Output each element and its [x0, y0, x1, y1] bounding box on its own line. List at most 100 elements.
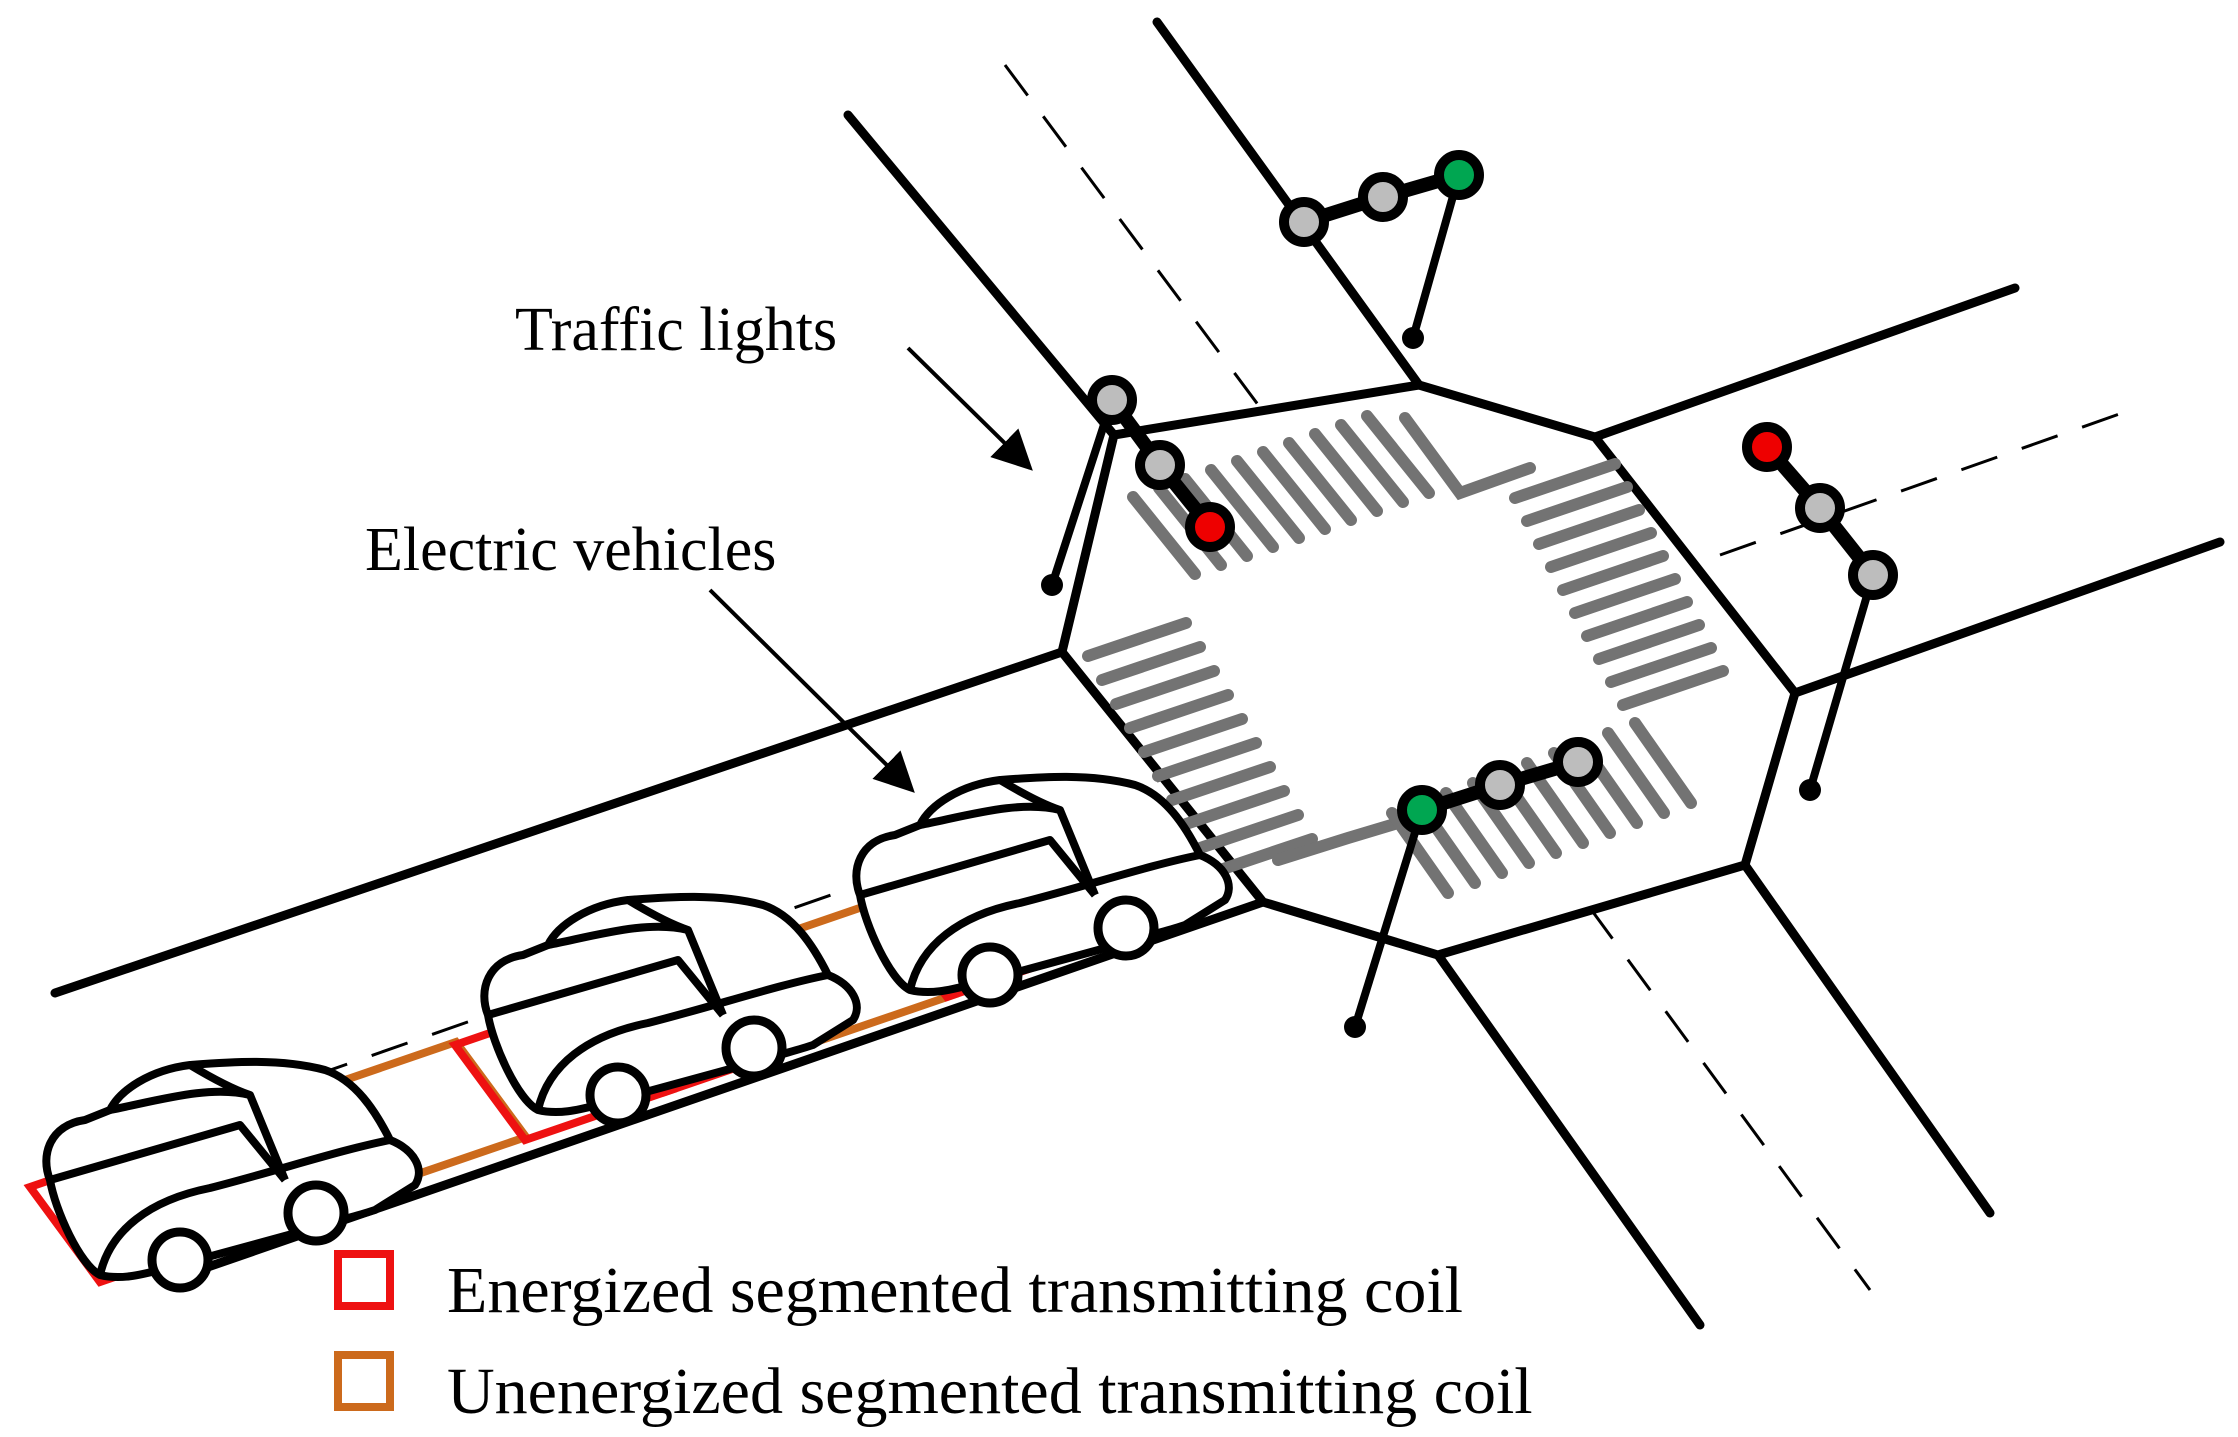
vehicle-side-line	[858, 836, 1099, 899]
crosswalk-stripe	[1629, 717, 1697, 809]
traffic-light-east	[1742, 422, 1898, 801]
traffic-light-lamp-off	[1848, 550, 1898, 600]
crosswalk-stripe	[1361, 410, 1435, 499]
vehicle-roof	[547, 896, 727, 1017]
crosswalk-stripe	[1545, 527, 1657, 573]
energized-coil-swatch	[334, 1250, 394, 1310]
intersection-boundary	[1057, 380, 1800, 960]
crosswalk-stripe	[1127, 491, 1201, 580]
crosswalk-stripe	[1166, 761, 1276, 806]
traffic-light-lamp-red	[1185, 502, 1235, 552]
vehicle-wheel	[283, 1180, 349, 1246]
electric-vehicles-label: Electric vehicles	[365, 516, 776, 584]
crosswalk-stripe	[1557, 550, 1669, 596]
road-edge-east-bottom	[1790, 537, 2225, 698]
electric-vehicles	[42, 772, 1233, 1293]
crosswalk-stripe	[1309, 428, 1383, 517]
traffic-light-lamp-off	[1553, 737, 1603, 787]
crosswalk-stripe	[1569, 573, 1681, 619]
crosswalk-stripe	[1124, 689, 1234, 734]
crosswalk-stripe	[1617, 665, 1729, 711]
traffic-light-pole	[1351, 808, 1426, 1029]
crosswalk-stripe	[1509, 458, 1621, 504]
traffic-light-base	[1402, 327, 1424, 349]
unenergized-coil-swatch	[334, 1351, 394, 1411]
traffic-light-pole	[1409, 173, 1463, 340]
traffic-light-west	[1041, 375, 1235, 596]
crosswalk-stripe	[1533, 504, 1645, 550]
crosswalk-stripe	[1205, 464, 1279, 553]
electric-vehicles-arrow	[708, 588, 915, 793]
crosswalk-stripe	[1138, 713, 1248, 758]
traffic-lights	[1041, 150, 1898, 1038]
crosswalk-north-end	[1399, 412, 1536, 501]
traffic-light-lamp-red	[1742, 422, 1792, 472]
crosswalk-stripe	[1152, 737, 1262, 782]
lane-divider-east	[1719, 410, 2126, 557]
crosswalk-stripe	[1335, 419, 1409, 508]
traffic-light-lamp-off	[1135, 440, 1185, 490]
vehicle-wheel	[147, 1227, 213, 1293]
traffic-light-lamp-off	[1475, 760, 1525, 810]
traffic-light-lamp-green	[1397, 785, 1447, 835]
electric-vehicle	[852, 772, 1233, 1008]
crosswalk-stripe	[1082, 617, 1192, 662]
traffic-light-lamp-off	[1795, 483, 1845, 533]
lane-divider-north	[1003, 64, 1264, 411]
road-edge-west-top	[50, 647, 1067, 998]
traffic-light-lamp-off	[1087, 375, 1137, 425]
crosswalk-stripe	[1272, 814, 1414, 866]
legend-item-energized: Energized segmented transmitting coil	[334, 1250, 1463, 1327]
traffic-light-pole	[1806, 573, 1877, 792]
vehicle-side-line	[486, 956, 727, 1019]
road-edge-south-right	[1740, 860, 1995, 1218]
vehicle-front-line	[96, 1136, 391, 1276]
vehicle-side-line	[48, 1121, 289, 1184]
crosswalk-stripe	[1194, 809, 1304, 854]
crosswalk-stripe	[1521, 481, 1633, 527]
legend-label-energized: Energized segmented transmitting coil	[447, 1254, 1463, 1327]
crosswalk-stripe	[1605, 642, 1717, 688]
crosswalk-stripe	[1399, 412, 1536, 501]
crosswalk-west-end	[1272, 814, 1414, 866]
traffic-light-pole	[1048, 398, 1116, 587]
crosswalk-stripe	[1180, 785, 1290, 830]
traffic-light-base	[1344, 1016, 1366, 1038]
legend: Energized segmented transmitting coil Un…	[334, 1250, 1533, 1428]
crosswalk-stripe	[1231, 455, 1305, 544]
vehicle-wheel	[585, 1062, 651, 1128]
crosswalk-stripe	[1593, 619, 1705, 665]
crosswalk-west	[1082, 617, 1318, 878]
crosswalk-stripe	[1581, 596, 1693, 642]
traffic-light-base	[1041, 574, 1063, 596]
electric-vehicle	[42, 1057, 423, 1293]
vehicle-wheel	[721, 1015, 787, 1081]
traffic-light-base	[1799, 779, 1821, 801]
crosswalk-stripe	[1110, 665, 1220, 710]
crosswalk-east	[1509, 458, 1729, 711]
crosswalk-stripe	[1096, 641, 1206, 686]
road-edge-north-left	[843, 110, 1119, 440]
legend-label-unenergized: Unenergized segmented transmitting coil	[447, 1355, 1533, 1428]
vehicle-front-line	[534, 971, 829, 1111]
vehicle-wheel	[1093, 895, 1159, 961]
traffic-lights-arrow	[906, 346, 1033, 471]
crosswalk-stripe	[1257, 446, 1331, 535]
electric-vehicle	[480, 892, 861, 1128]
traffic-lights-label: Traffic lights	[515, 296, 837, 364]
traffic-light-south	[1344, 737, 1603, 1038]
vehicle-roof	[919, 776, 1099, 897]
crosswalk-stripe	[1386, 807, 1454, 899]
road-edge-east-top	[1590, 283, 2020, 442]
lane-divider-south	[1588, 907, 1872, 1291]
traffic-light-lamp-off	[1358, 172, 1408, 222]
vehicle-front-line	[906, 851, 1201, 991]
traffic-light-lamp-green	[1434, 150, 1484, 200]
crosswalk-stripe	[1602, 727, 1670, 819]
vehicle-wheel	[957, 942, 1023, 1008]
crosswalk-stripe	[1283, 437, 1357, 526]
crosswalk-stripe	[1208, 833, 1318, 878]
traffic-light-north	[1279, 150, 1484, 349]
road-edge-south-left	[1433, 950, 1705, 1330]
